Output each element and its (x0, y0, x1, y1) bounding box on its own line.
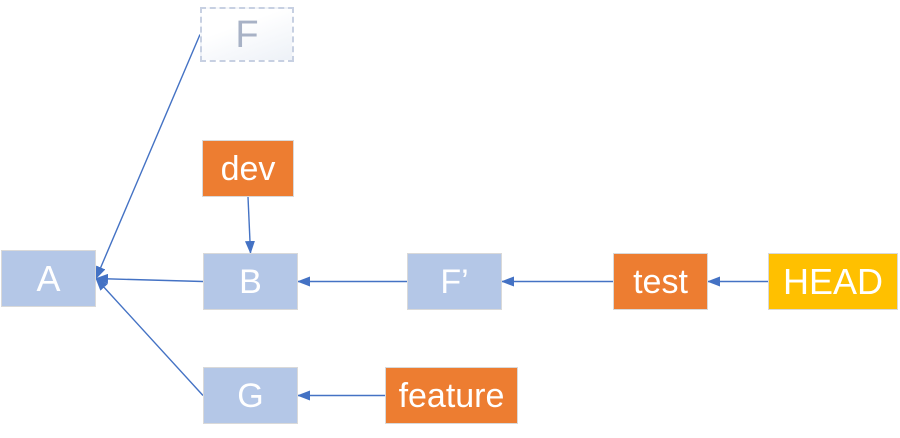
commit-node-G: G (203, 367, 298, 424)
node-label: feature (398, 376, 505, 415)
deleted-commit-node-F: F (200, 7, 294, 62)
branch-label-feature: feature (385, 367, 518, 424)
commit-node-A: A (1, 250, 96, 307)
edge-F-to-A (95, 34, 201, 280)
branch-label-dev: dev (202, 140, 294, 197)
edge-dev-to-B (244, 196, 255, 254)
edge-B-to-A (95, 273, 204, 284)
node-label: F’ (440, 262, 469, 301)
node-label: G (237, 376, 264, 415)
head-pointer-label: HEAD (768, 253, 898, 310)
node-label: F (235, 13, 259, 56)
branch-label-test: test (613, 253, 708, 310)
node-label: test (633, 262, 688, 301)
node-label: A (36, 257, 61, 299)
node-label: dev (220, 149, 276, 188)
commit-node-F-prime: F’ (407, 253, 502, 310)
node-label: HEAD (782, 260, 884, 302)
node-label: B (239, 262, 262, 301)
commit-node-B: B (203, 253, 298, 310)
edge-G-to-A (95, 277, 204, 396)
